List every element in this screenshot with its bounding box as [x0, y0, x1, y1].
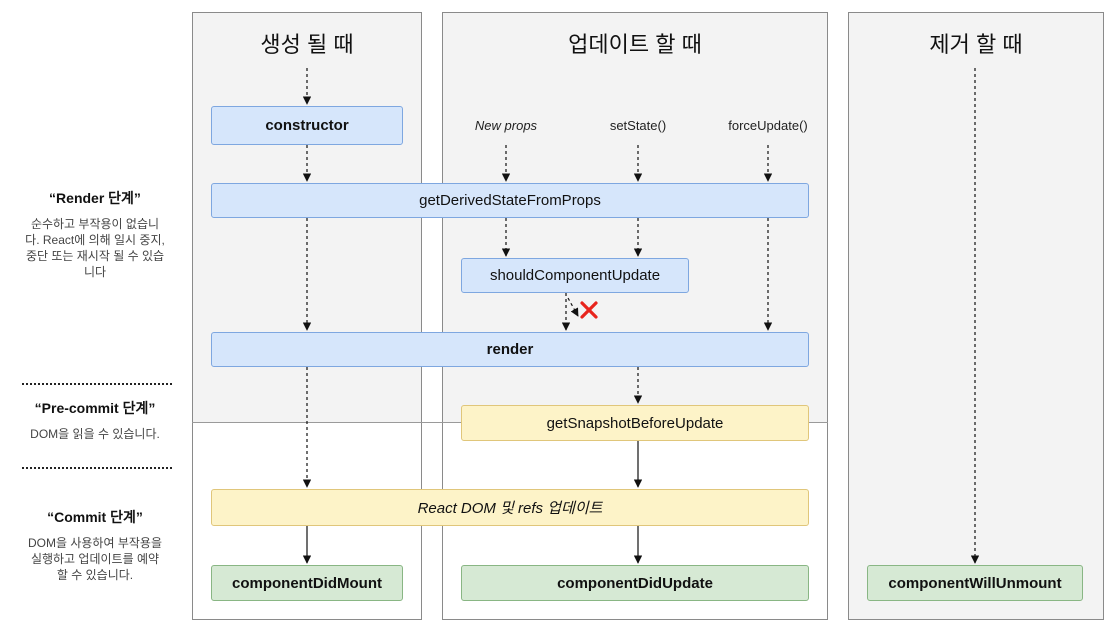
phase-separator-bottom [22, 467, 172, 469]
unmounting-column: 제거 할 때 [848, 12, 1104, 620]
react-dom-refs-update-box[interactable]: React DOM 및 refs 업데이트 [211, 489, 809, 526]
get-snapshot-before-update-box[interactable]: getSnapshotBeforeUpdate [461, 405, 809, 441]
trigger-new-props: New props [474, 118, 538, 133]
arrow-scu-false [567, 297, 579, 317]
trigger-force-update: forceUpdate() [728, 118, 808, 133]
cross-icon [580, 301, 598, 319]
get-derived-state-from-props-box[interactable]: getDerivedStateFromProps [211, 183, 809, 218]
render-phase-name: “Render 단계” [49, 190, 141, 206]
render-phase-desc: 순수하고 부작용이 없습니다. React에 의해 일시 중지, 중단 또는 재… [25, 217, 165, 279]
commit-phase-label: “Commit 단계” DOM을 사용하여 부작용을 실행하고 업데이트를 예약… [0, 507, 190, 583]
trigger-set-state: setState() [609, 118, 667, 133]
phase-separator-top [22, 383, 172, 385]
precommit-phase-desc: DOM을 읽을 수 있습니다. [30, 427, 160, 441]
updating-title: 업데이트 할 때 [568, 32, 702, 57]
render-box[interactable]: render [211, 332, 809, 367]
precommit-phase-name: “Pre-commit 단계” [34, 400, 156, 416]
should-component-update-box[interactable]: shouldComponentUpdate [461, 258, 689, 293]
commit-phase-name: “Commit 단계” [47, 509, 143, 525]
precommit-phase-label: “Pre-commit 단계” DOM을 읽을 수 있습니다. [0, 398, 190, 442]
render-phase-label: “Render 단계” 순수하고 부작용이 없습니다. React에 의해 일시… [0, 188, 190, 280]
component-did-update-box[interactable]: componentDidUpdate [461, 565, 809, 601]
mounting-title: 생성 될 때 [260, 32, 354, 57]
component-will-unmount-box[interactable]: componentWillUnmount [867, 565, 1083, 601]
commit-phase-desc: DOM을 사용하여 부작용을 실행하고 업데이트를 예약 할 수 있습니다. [27, 536, 163, 582]
component-did-mount-box[interactable]: componentDidMount [211, 565, 403, 601]
unmounting-title: 제거 할 때 [929, 32, 1023, 57]
constructor-box[interactable]: constructor [211, 106, 403, 145]
